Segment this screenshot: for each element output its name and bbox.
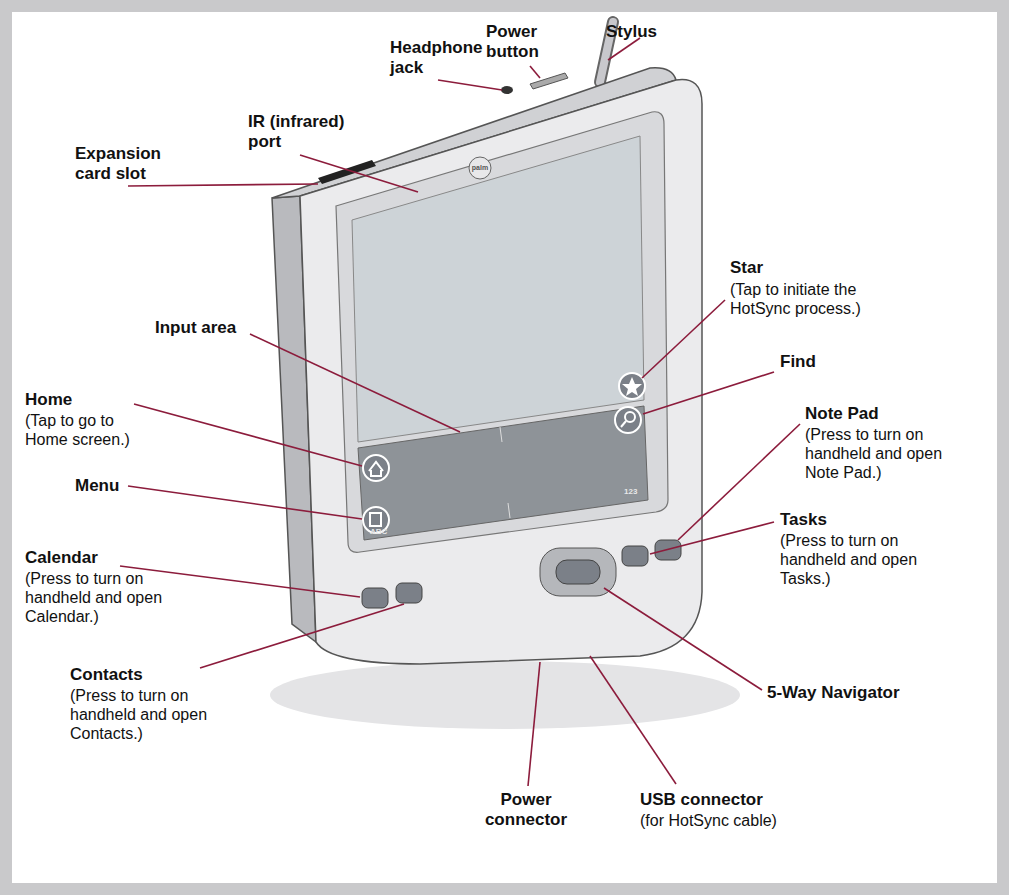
headphone-jack	[501, 86, 513, 94]
leader-line	[604, 588, 762, 690]
power-button	[530, 73, 568, 89]
part-name: USB connector	[640, 790, 810, 810]
menu-glyph	[370, 513, 381, 526]
part-name: Expansion card slot	[75, 144, 171, 185]
part-name: Input area	[155, 318, 265, 338]
find-icon	[615, 407, 641, 433]
part-note: (Press to turn on handheld and open Cale…	[25, 569, 185, 627]
part-note: (Tap to initiate the HotSync process.)	[730, 280, 910, 318]
leader-line	[128, 184, 318, 186]
input-mark: ABC	[370, 528, 400, 536]
screen	[352, 136, 644, 442]
shadow	[270, 661, 740, 729]
leader-line	[642, 300, 725, 378]
device-body	[300, 80, 702, 665]
find-glyph	[625, 412, 635, 422]
part-name: Contacts	[70, 665, 170, 685]
part-note: (Press to turn on handheld and open Note…	[805, 425, 965, 483]
leader-line	[530, 66, 540, 78]
part-name: Find	[780, 352, 840, 372]
part-name: Power button	[486, 22, 558, 63]
part-name: Tasks	[780, 510, 860, 530]
leader-line	[200, 604, 404, 668]
part-name: Home	[25, 390, 105, 410]
leader-line	[528, 662, 540, 786]
part-name: Menu	[75, 476, 145, 496]
part-note: (Press to turn on handheld and open Task…	[780, 531, 940, 589]
leader-line	[128, 486, 362, 519]
navigator-center	[556, 560, 600, 584]
divider	[508, 503, 510, 518]
input-area	[358, 406, 648, 540]
part-note: (Tap to go to Home screen.)	[25, 411, 143, 449]
part-name: Power connector	[468, 790, 584, 831]
leader-line	[438, 80, 502, 90]
part-note: (for HotSync cable)	[640, 811, 810, 830]
part-name: 5-Way Navigator	[767, 683, 947, 703]
leader-lines	[120, 38, 800, 786]
home-glyph	[369, 462, 383, 476]
calendar-button	[362, 588, 388, 608]
leader-line	[250, 334, 460, 432]
part-name: Calendar	[25, 548, 125, 568]
star-glyph	[622, 377, 642, 396]
tasks-button	[622, 546, 648, 566]
leader-line	[134, 404, 362, 466]
part-name: Headphone jack	[390, 38, 486, 79]
logo-text: palm	[466, 164, 494, 171]
part-name: IR (infrared) port	[248, 112, 368, 153]
leader-line	[590, 656, 676, 784]
star-icon	[619, 373, 645, 399]
leader-line	[643, 372, 774, 414]
leader-line	[650, 522, 774, 554]
contacts-button	[396, 583, 422, 603]
divider	[500, 427, 502, 442]
screen-bezel	[336, 112, 668, 553]
part-name: Note Pad	[805, 404, 905, 424]
part-note: (Press to turn on handheld and open Cont…	[70, 686, 230, 744]
leader-line	[608, 38, 640, 60]
part-name: Star	[730, 258, 790, 278]
home-icon	[363, 455, 389, 481]
part-name: Stylus	[606, 22, 686, 42]
find-glyph	[621, 421, 626, 427]
input-mark: 123	[624, 488, 654, 496]
leader-line	[300, 155, 418, 192]
